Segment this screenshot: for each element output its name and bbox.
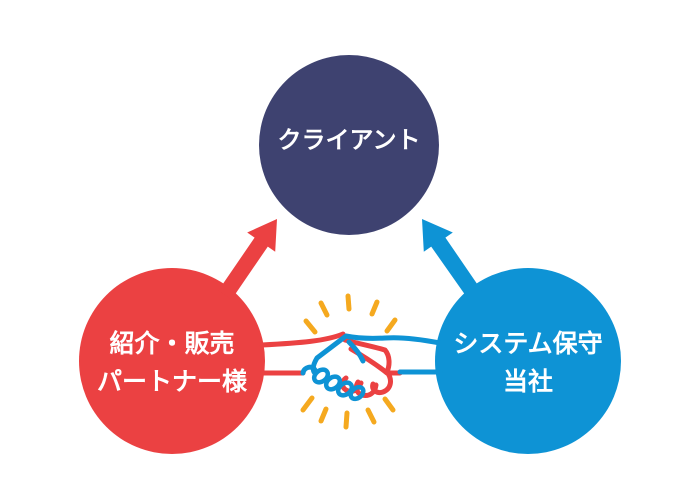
ray-icon bbox=[303, 318, 318, 335]
red-top-sleeve bbox=[259, 331, 346, 348]
blue-knuckle bbox=[323, 374, 343, 392]
company-label-line2: 当社 bbox=[503, 367, 553, 396]
handshake-blue-hand-icon bbox=[300, 333, 443, 402]
ray-icon bbox=[343, 410, 350, 430]
partner-to-client-arrow bbox=[218, 219, 277, 300]
company-circle bbox=[435, 268, 621, 454]
blue-knuckle bbox=[311, 367, 331, 385]
ray-icon bbox=[369, 299, 380, 317]
blue-knuckle bbox=[335, 380, 355, 398]
ray-icon bbox=[384, 317, 398, 334]
ray-icon bbox=[345, 293, 352, 312]
ray-icon bbox=[318, 406, 329, 424]
company-to-client-arrow bbox=[422, 219, 482, 300]
partner-label-line2: パートナー様 bbox=[97, 368, 248, 396]
partner-label-line1: 紹介・販売 bbox=[109, 329, 234, 358]
handshake-rays-icon bbox=[300, 293, 398, 430]
handshake-icon bbox=[259, 293, 443, 430]
client-circle bbox=[259, 55, 439, 235]
red-hand-back bbox=[342, 337, 392, 375]
company-label-line1: システム保守 bbox=[453, 329, 602, 358]
ray-icon bbox=[365, 407, 377, 425]
ray-icon bbox=[382, 396, 396, 413]
blue-hand-back bbox=[310, 333, 443, 375]
partner-circle bbox=[79, 268, 265, 454]
handshake-red-hand-icon bbox=[259, 331, 403, 398]
ray-icon bbox=[318, 300, 330, 318]
ray-icon bbox=[300, 395, 315, 413]
blue-pinky-curl bbox=[300, 364, 318, 376]
blue-knuckle bbox=[348, 384, 366, 402]
blue-thumb bbox=[346, 339, 366, 364]
client-label: クライアント bbox=[277, 127, 420, 154]
